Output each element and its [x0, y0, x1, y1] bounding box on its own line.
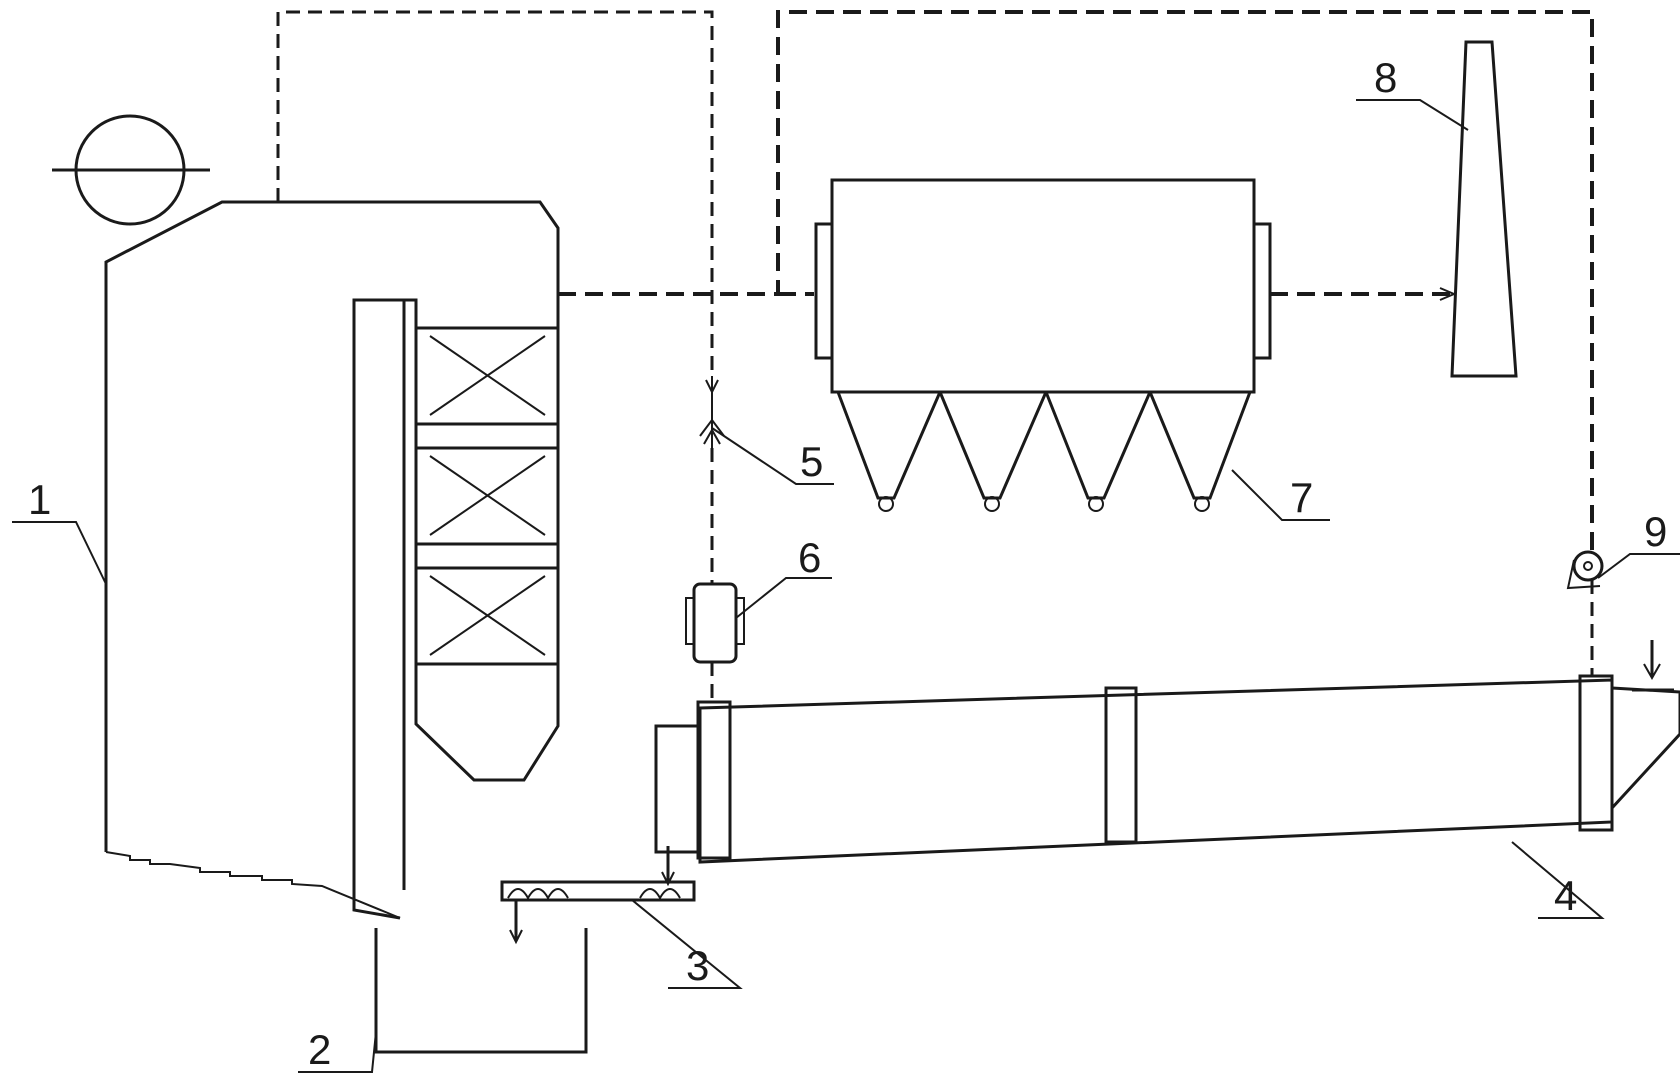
boiler: [104, 200, 560, 920]
steam-drum: [52, 114, 210, 226]
label-2: 2: [308, 1026, 331, 1073]
pump-unit: [685, 582, 745, 664]
screw-conveyor: [500, 846, 696, 945]
label-7: 7: [1290, 474, 1313, 521]
spray-nozzle: [699, 376, 725, 448]
label-5: 5: [800, 438, 823, 485]
chimney: [1450, 40, 1518, 378]
dust-collector: [814, 178, 1272, 512]
label-4: 4: [1554, 872, 1577, 919]
label-1: 1: [28, 476, 51, 523]
slag-bin: [374, 928, 588, 1054]
label-6: 6: [798, 534, 821, 581]
induced-fan: [1566, 550, 1604, 590]
heat-exchanger-modules: [414, 326, 560, 666]
gas-piping: [276, 10, 1594, 702]
label-8: 8: [1374, 54, 1397, 101]
leader-lines: [12, 99, 1680, 1073]
part-labels: 1 2 3 4 5 6 7 8 9: [28, 54, 1667, 1073]
label-3: 3: [686, 942, 709, 989]
rotary-dryer: [654, 640, 1680, 864]
label-9: 9: [1644, 508, 1667, 555]
